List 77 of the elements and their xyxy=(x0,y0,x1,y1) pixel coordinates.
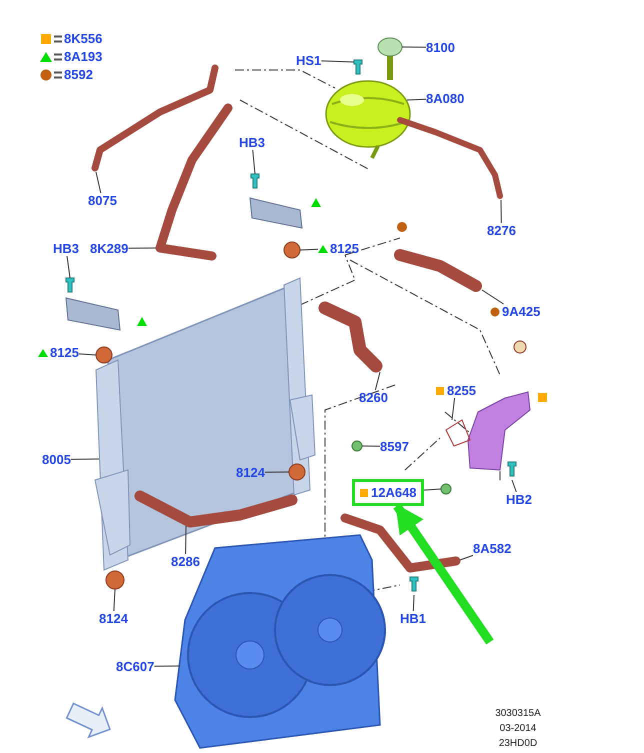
drawing-code: 03-2014 xyxy=(498,723,538,734)
callout-number: 8125 xyxy=(50,345,79,360)
legend-text: 8K556 xyxy=(64,31,102,46)
callout-number: 8255 xyxy=(447,383,476,398)
leader-line xyxy=(512,480,517,492)
leader-line xyxy=(78,353,96,356)
leader-line xyxy=(185,526,186,554)
gasket xyxy=(445,419,471,447)
leader-line xyxy=(264,472,290,473)
leader-line xyxy=(300,248,318,250)
sensor xyxy=(440,484,452,494)
drawing-code: 23HD0D xyxy=(498,738,538,749)
leader-line xyxy=(96,172,102,194)
leader-line xyxy=(402,46,426,48)
leader-line xyxy=(128,248,156,249)
callout-number: 9A425 xyxy=(502,304,540,319)
callout-number: 8100 xyxy=(426,40,455,55)
callout-number: 8005 xyxy=(42,452,71,467)
leader-line xyxy=(154,666,180,667)
leader-line xyxy=(452,398,456,420)
leader-line xyxy=(362,446,380,447)
callout-number: HB2 xyxy=(506,492,532,507)
highlight-frame xyxy=(352,479,424,506)
bolt xyxy=(250,174,260,188)
leader-line xyxy=(406,98,426,100)
leader-line xyxy=(252,150,256,174)
callout-number: HB3 xyxy=(239,135,266,150)
callout-number: 8C607 xyxy=(116,659,154,674)
leader-line xyxy=(66,256,70,278)
callout-number: 8A582 xyxy=(473,541,512,556)
leader-line xyxy=(460,554,474,560)
hose xyxy=(92,64,218,172)
leader-line xyxy=(412,594,414,612)
callout-number: 8K289 xyxy=(90,241,128,256)
callout-number: 8125 xyxy=(330,241,359,256)
grommet xyxy=(284,242,300,258)
bolt xyxy=(508,462,516,476)
callout-number: 8597 xyxy=(380,439,409,454)
leader-line xyxy=(113,588,116,612)
bolt xyxy=(66,278,74,292)
legend-text: 8A193 xyxy=(64,49,102,64)
bolt xyxy=(354,60,362,74)
callout-number: 8124 xyxy=(236,465,265,480)
callout-number: HS1 xyxy=(296,53,322,68)
legend-text: 8592 xyxy=(64,67,93,82)
bracket xyxy=(65,297,121,331)
leader-line xyxy=(70,458,100,460)
bracket xyxy=(249,197,303,229)
sensor xyxy=(352,440,362,452)
leader-line xyxy=(320,60,354,62)
hose xyxy=(397,117,503,199)
drawing-code: 3030315A xyxy=(494,708,542,719)
filler-cap xyxy=(378,38,402,80)
leader-line xyxy=(374,372,380,390)
hose xyxy=(318,302,382,372)
hose xyxy=(340,514,460,572)
callout-number: 8124 xyxy=(99,611,128,626)
callout-number: 8276 xyxy=(487,223,516,238)
leader-line xyxy=(423,488,442,491)
bolt xyxy=(410,576,418,592)
callout-number: 8075 xyxy=(88,193,117,208)
leader-line xyxy=(500,200,502,224)
callout-number: 8A080 xyxy=(426,91,464,106)
grommet xyxy=(288,464,306,480)
callout-number: 8286 xyxy=(171,554,200,569)
reservoir-tank xyxy=(325,80,411,159)
leader-line xyxy=(482,290,504,304)
hose xyxy=(156,104,232,260)
callout-number: HB1 xyxy=(400,611,426,626)
radiator-drawing xyxy=(94,277,316,571)
callout-number: 8260 xyxy=(359,390,388,405)
coolant-pipe xyxy=(394,249,482,292)
seal-ring xyxy=(514,340,526,354)
callout-number: HB3 xyxy=(53,241,80,256)
grommet xyxy=(106,570,124,590)
grommet xyxy=(96,346,112,364)
callout-number: 12A648 xyxy=(371,485,417,500)
